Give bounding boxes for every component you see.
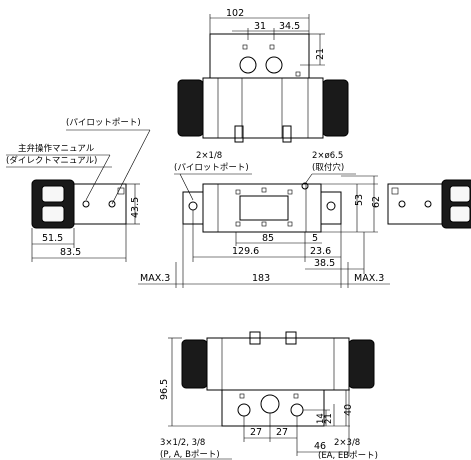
side-manual-button xyxy=(82,200,90,208)
dim-46: 46 xyxy=(314,441,326,452)
top-screw-1 xyxy=(242,44,248,50)
dim-43-5: 43.5 xyxy=(130,197,141,218)
dim-21-top: 21 xyxy=(315,48,326,60)
dim-53: 53 xyxy=(354,194,365,206)
port-label: (P, A, Bポート) xyxy=(160,450,220,460)
pilot-port-size: 2×1/8 xyxy=(196,151,222,161)
top-port-a xyxy=(239,56,257,74)
dim-27-a: 27 xyxy=(250,427,262,438)
dim-34-5: 34.5 xyxy=(279,21,300,32)
dim-129-6: 129.6 xyxy=(232,246,259,257)
mount-hole-label: (取付穴) xyxy=(312,162,344,173)
top-port-b xyxy=(265,56,283,74)
side-coil-face-top xyxy=(41,185,65,203)
dim-23-6: 23.6 xyxy=(310,246,331,257)
bottom-view: 96.5 14 21 40 27 27 46 3×1/2, 3/8 (P, A,… xyxy=(159,331,378,460)
manual-label-1: 主弁操作マニュアル xyxy=(18,143,95,154)
top-foot-2 xyxy=(282,125,292,143)
side-view-right xyxy=(387,179,471,229)
top-solenoid-right xyxy=(322,79,349,137)
front-pilot-port xyxy=(188,201,198,211)
right-body xyxy=(387,183,443,225)
side-coil-face-bottom xyxy=(41,205,65,223)
dim-21-bottom: 21 xyxy=(324,413,334,424)
bottom-port-eb xyxy=(290,403,304,417)
manual-label-2: (ダイレクトマニュアル) xyxy=(6,155,97,166)
front-end-right xyxy=(320,191,342,225)
exhaust-size: 2×3/8 xyxy=(334,438,360,448)
max-right: MAX.3 xyxy=(354,273,384,284)
max-left: MAX.3 xyxy=(140,273,170,284)
dim-31: 31 xyxy=(254,21,266,32)
dim-38-5: 38.5 xyxy=(314,258,335,269)
bottom-solenoid-right xyxy=(348,339,375,389)
dim-14: 14 xyxy=(316,413,326,424)
bottom-main-body xyxy=(206,337,350,391)
dim-85: 85 xyxy=(262,233,274,244)
top-solenoid-left xyxy=(177,79,204,137)
dim-183: 183 xyxy=(252,273,270,284)
pilot-label-side: (パイロットポート) xyxy=(66,118,141,128)
dim-5: 5 xyxy=(312,233,318,244)
dim-102: 102 xyxy=(226,8,244,19)
dim-83-5: 83.5 xyxy=(60,247,81,258)
top-view: 102 31 34.5 21 xyxy=(177,8,349,143)
side-body xyxy=(73,183,127,225)
mount-hole-size: 2×ø6.5 xyxy=(312,151,343,161)
front-pilot-port-right xyxy=(326,201,336,211)
dim-62: 62 xyxy=(371,196,382,208)
top-foot-1 xyxy=(234,125,244,143)
front-center-block xyxy=(239,195,289,221)
dim-96-5: 96.5 xyxy=(159,379,170,400)
bottom-port-p xyxy=(260,394,280,414)
dim-27-b: 27 xyxy=(276,427,288,438)
bottom-solenoid-left xyxy=(181,339,208,389)
dim-51-5: 51.5 xyxy=(42,233,63,244)
front-mount-hole xyxy=(301,182,309,190)
bottom-port-ea xyxy=(237,403,251,417)
side-pilot-port xyxy=(108,200,116,208)
side-view-left: 主弁操作マニュアル (ダイレクトマニュアル) (パイロットポート) 43.5 5… xyxy=(6,118,151,262)
top-port-block xyxy=(209,33,310,79)
port-size: 3×1/2, 3/8 xyxy=(160,438,205,448)
pilot-port-label: (パイロットポート) xyxy=(174,163,249,173)
bottom-port-block xyxy=(221,389,325,427)
front-view: 2×1/8 (パイロットポート) 2×ø6.5 (取付穴) 53 62 xyxy=(138,151,390,288)
dim-40: 40 xyxy=(343,404,354,416)
top-screw-3 xyxy=(295,71,301,77)
exhaust-label: (EA, EBポート) xyxy=(318,451,378,460)
top-main-body xyxy=(202,77,324,139)
top-screw-2 xyxy=(269,44,275,50)
